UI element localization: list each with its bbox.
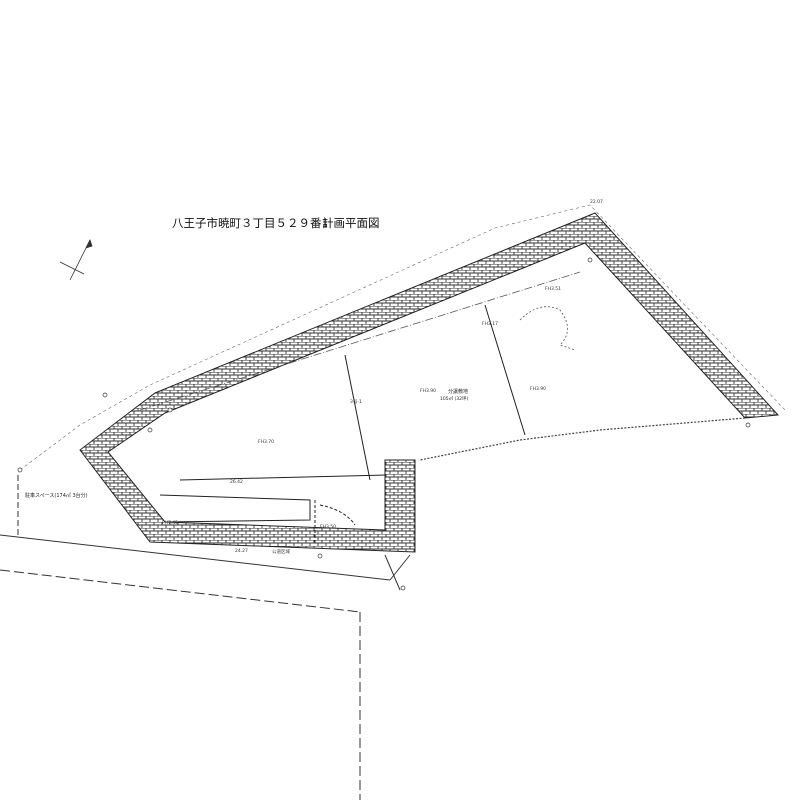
dim-left: 26.42: [230, 479, 243, 485]
centre-line: [139, 271, 581, 411]
survey-line: [19, 204, 786, 471]
fh-label-f: FH3.50: [320, 524, 336, 530]
dim-top: 22.07: [590, 199, 603, 205]
fh-label-g: FH7.45: [162, 520, 178, 526]
lot-name: 分譲敷地: [448, 388, 468, 395]
fh-label-c: FH3.90: [530, 386, 546, 392]
dim-bottom: 24.27: [235, 548, 248, 554]
drawing-title: 八王子市暁町３丁目５２９番1: [172, 216, 329, 230]
survey-points: [17, 257, 751, 591]
drawing-subtitle: 計画平面図: [322, 216, 380, 230]
lot-area: 105㎡ (32坪): [440, 395, 469, 402]
north-arrow-icon: [59, 238, 93, 281]
lot-mark: 3号-1: [350, 399, 362, 405]
setback-curve: [519, 306, 576, 351]
lot-division-lines: [159, 304, 526, 545]
fh-label-d: FH3.17: [482, 321, 498, 327]
fh-label-b: FH3.90: [420, 388, 436, 394]
parking-label: 駐車スペース(174㎡ 3台分): [25, 492, 88, 499]
fh-label-a: FH3.70: [258, 439, 274, 445]
lot-boundary-line-2: [179, 474, 386, 481]
road-lines: [0, 475, 411, 800]
road-label: 公道区域: [272, 548, 290, 555]
boundary-wall-band: [79, 212, 780, 553]
lot-boundary-line: [419, 417, 746, 461]
fh-label-e: FH3.51: [545, 286, 561, 292]
